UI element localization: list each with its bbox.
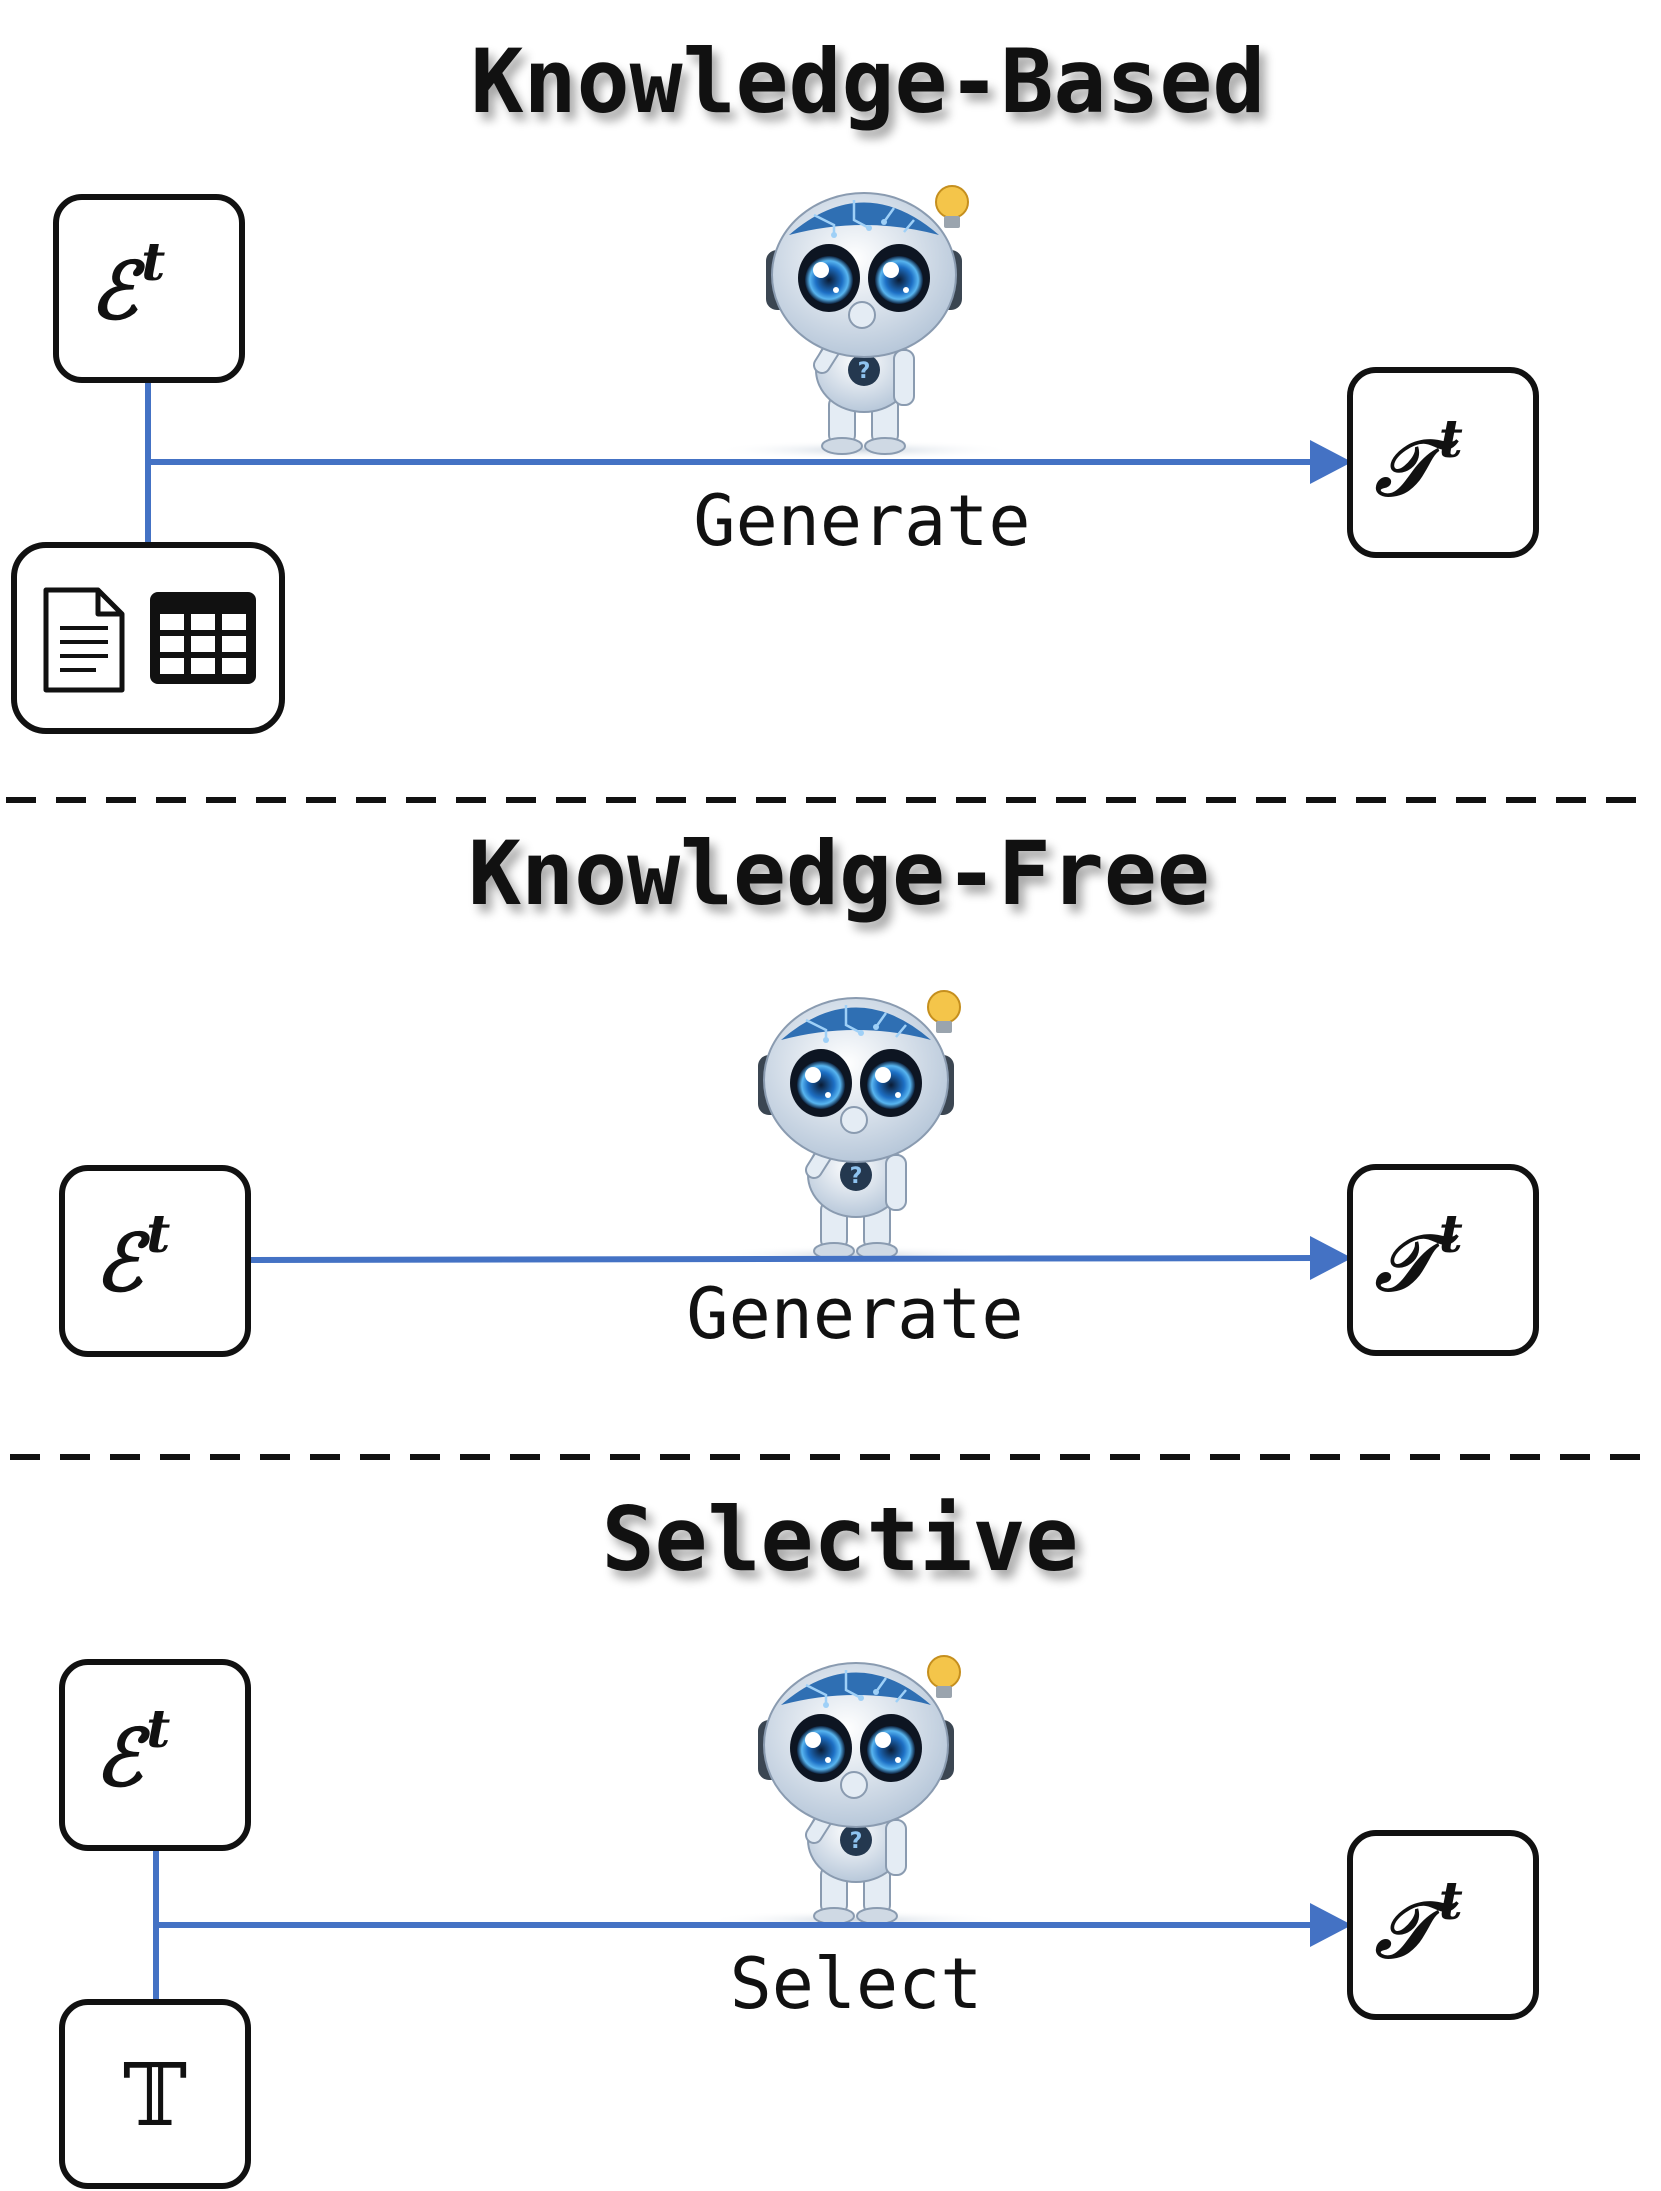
output-box: [1347, 367, 1539, 558]
section-title: Knowledge-Free: [468, 822, 1210, 925]
entity-box: [53, 194, 245, 383]
edge-label: Generate: [693, 480, 1030, 562]
section-knowledge-based: Knowledge-Based Knowledge-Based ℰt: [11, 30, 1539, 734]
svg-text:Knowledge-Free: Knowledge-Free: [474, 830, 1216, 933]
generate-arrow-line: [247, 1255, 1316, 1263]
entity-symbol: ℰt: [95, 1204, 170, 1309]
section-title: Knowledge-Based: [471, 30, 1266, 133]
entity-symbol: ℰt: [95, 1699, 170, 1804]
output-box: [1347, 1164, 1539, 1356]
entity-symbol: ℰt: [90, 232, 165, 337]
type-set-symbol: 𝕋: [123, 2046, 187, 2146]
robot-thinking-icon: [714, 186, 1014, 460]
robot-thinking-icon: [706, 991, 1006, 1265]
document-icon: [43, 587, 125, 693]
svg-text:Selective: Selective: [608, 1496, 1085, 1599]
edge-label: Select: [730, 1943, 983, 2025]
entity-box: [59, 1165, 251, 1357]
arrowhead-icon: [1310, 1236, 1352, 1280]
output-box: [1347, 1830, 1539, 2020]
arrowhead-icon: [1310, 440, 1352, 484]
section-knowledge-free: Knowledge-Free Knowledge-Free ℰt 𝒯t Gene…: [59, 822, 1539, 1357]
type-set-box: [59, 1999, 251, 2189]
section-selective: Selective Selective ℰt 𝕋 𝒯t Select: [59, 1488, 1539, 2189]
output-symbol: 𝒯t: [1374, 1871, 1463, 1976]
svg-text:Knowledge-Based: Knowledge-Based: [477, 38, 1272, 141]
section-title: Selective: [602, 1488, 1079, 1591]
arrowhead-icon: [1310, 1903, 1352, 1947]
entity-box: [59, 1659, 251, 1851]
table-icon: [150, 592, 256, 684]
edge-label: Generate: [686, 1273, 1023, 1355]
robot-thinking-icon: [706, 1656, 1006, 1930]
